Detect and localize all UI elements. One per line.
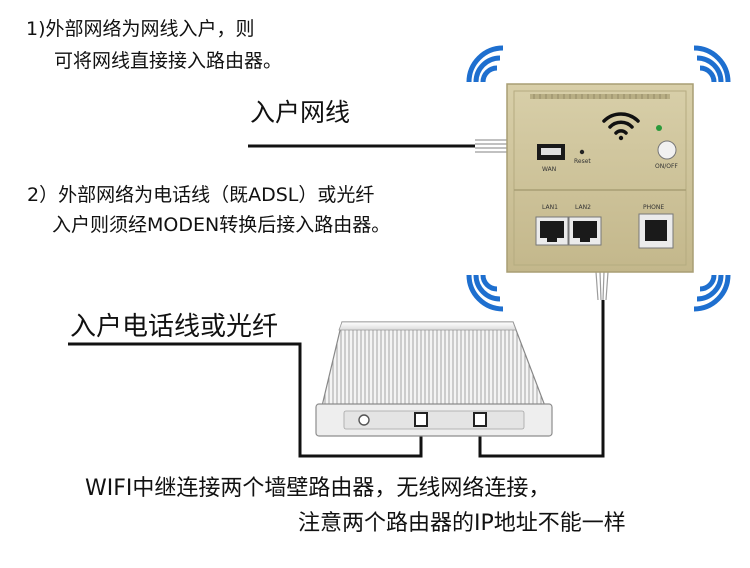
modem-port-ethernet[interactable]	[473, 412, 487, 427]
note-2-line-2: 入户则须经MODEN转换后接入路由器。	[52, 214, 391, 236]
modem-power-button[interactable]	[358, 414, 370, 426]
note-3-line-2: 注意两个路由器的IP地址不能一样	[298, 511, 626, 536]
modem-to-router-cable	[478, 271, 609, 458]
reset-hole[interactable]	[579, 149, 585, 155]
wifi-icon	[602, 112, 640, 141]
wan-cable	[248, 139, 510, 153]
modem-port-line-in[interactable]	[414, 412, 428, 427]
port-label-wan: WAN	[542, 166, 556, 173]
phone-line-cable	[68, 342, 423, 458]
signal-wave-icon	[466, 45, 731, 312]
lan2-label: LAN2	[575, 204, 591, 211]
modem-device	[315, 321, 553, 437]
status-led	[656, 125, 662, 131]
phone-port[interactable]	[638, 213, 674, 249]
lan2-port[interactable]	[568, 216, 602, 246]
note-1-line-2: 可将网线直接接入路由器。	[54, 50, 283, 72]
phone-label: PHONE	[643, 204, 664, 211]
note-1-line-1: 1)外部网络为网线入户，则	[26, 18, 255, 40]
onoff-button[interactable]	[657, 140, 677, 160]
note-2-line-1: 2）外部网络为电话线（既ADSL）或光纤	[27, 184, 375, 206]
wan-cable-label: 入户网线	[250, 98, 351, 127]
lan1-label: LAN1	[542, 204, 558, 211]
note-3-line-1: WIFI中继连接两个墙壁路由器，无线网络连接，	[85, 476, 551, 501]
phone-fiber-label: 入户电话线或光纤	[70, 312, 279, 342]
lan1-port[interactable]	[535, 216, 569, 246]
onoff-label: ON/OFF	[655, 163, 678, 170]
usb-port[interactable]	[537, 144, 565, 160]
reset-label: Reset	[574, 158, 591, 165]
